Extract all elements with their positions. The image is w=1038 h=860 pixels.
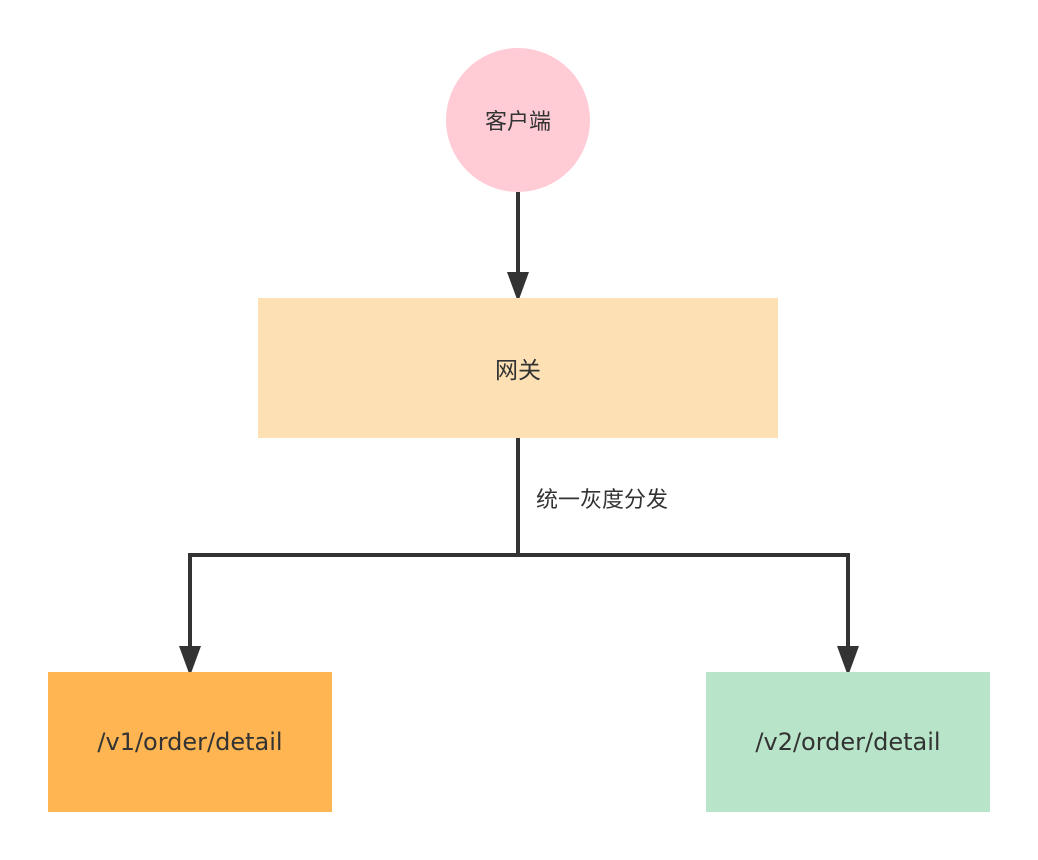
gateway-node: 网关 [258, 298, 778, 438]
gateway-label: 网关 [495, 358, 541, 384]
arrowhead-gateway [507, 272, 529, 302]
client-label: 客户端 [484, 110, 551, 135]
client-node: 客户端 [446, 48, 590, 192]
v1-service-node: /v1/order/detail [48, 672, 332, 812]
v2-service-node: /v2/order/detail [706, 672, 990, 812]
arrowhead-v2 [837, 646, 859, 676]
v1-label: /v1/order/detail [97, 728, 283, 756]
split-edge-label: 统一灰度分发 [536, 488, 669, 513]
arrowhead-v1 [179, 646, 201, 676]
v2-label: /v2/order/detail [755, 728, 941, 756]
